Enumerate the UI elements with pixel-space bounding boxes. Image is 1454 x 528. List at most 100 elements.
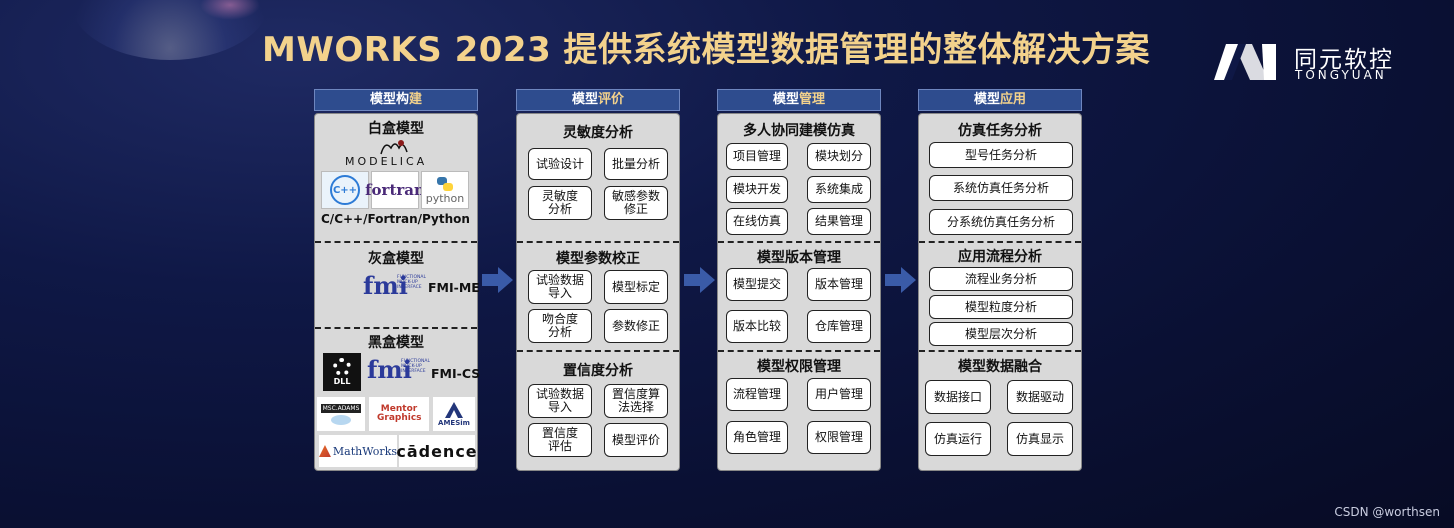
gear-icon <box>333 358 351 376</box>
column-header-highlight: 管理 <box>799 92 826 107</box>
cadence-logo: cādence <box>396 435 478 467</box>
mentor-graphics-logo: Mentor Graphics <box>369 397 429 431</box>
column-header-text: 模型构 <box>369 92 409 107</box>
pill-project-management[interactable]: 项目管理 <box>726 143 788 170</box>
column-header-highlight: 评价 <box>598 92 625 107</box>
column-model-evaluation: 模型评价 灵敏度分析 试验设计 批量分析 灵敏度 分析 敏感参数 修正 模型参数… <box>516 89 680 471</box>
pill-confidence-algorithm[interactable]: 置信度算 法选择 <box>604 384 668 418</box>
mathworks-icon <box>319 445 331 457</box>
fmi-logo-subtext: FUNCTIONAL MOCK-UP INTERFACE <box>397 275 426 290</box>
pill-process-management[interactable]: 流程管理 <box>726 378 788 411</box>
fmi-logo: fmi FUNCTIONAL MOCK-UP INTERFACE <box>363 271 427 305</box>
pill-version-management[interactable]: 版本管理 <box>807 268 871 301</box>
pill-simulation-display[interactable]: 仿真显示 <box>1007 422 1073 456</box>
pill-simulation-run[interactable]: 仿真运行 <box>925 422 991 456</box>
pill-sensitivity-analysis[interactable]: 灵敏度 分析 <box>528 186 592 220</box>
section-title-confidence: 置信度分析 <box>563 363 633 379</box>
pill-sensitive-param-correction[interactable]: 敏感参数 修正 <box>604 186 668 220</box>
python-logo-text: python <box>425 191 465 205</box>
column-header-text: 模型 <box>772 92 799 107</box>
whitebox-caption: C/C++/Fortran/Python <box>321 212 470 226</box>
section-title-version: 模型版本管理 <box>757 250 841 266</box>
column-header-text: 模型 <box>571 92 598 107</box>
pill-system-sim-task-analysis[interactable]: 系统仿真任务分析 <box>929 175 1073 201</box>
pill-model-submit[interactable]: 模型提交 <box>726 268 788 301</box>
pill-model-granularity-analysis[interactable]: 模型粒度分析 <box>929 295 1073 319</box>
credit-watermark: CSDN @worthsen <box>1334 505 1440 519</box>
pill-test-data-import-2[interactable]: 试验数据 导入 <box>528 384 592 418</box>
mathworks-logo: MathWorks <box>319 435 397 467</box>
pill-process-business-analysis[interactable]: 流程业务分析 <box>929 267 1073 291</box>
cadence-text: cādence <box>396 441 478 461</box>
fmi-logo-text: fmi <box>363 271 408 300</box>
pill-permission-management[interactable]: 权限管理 <box>807 421 871 454</box>
mathworks-text: MathWorks <box>332 444 397 458</box>
column-model-application: 模型应用 仿真任务分析 型号任务分析 系统仿真任务分析 分系统仿真任务分析 应用… <box>918 89 1082 471</box>
pill-model-calibration[interactable]: 模型标定 <box>604 270 668 304</box>
python-logo: python <box>421 171 469 209</box>
tongyuan-logo-icon <box>1214 44 1276 80</box>
pill-model-task-analysis[interactable]: 型号任务分析 <box>929 142 1073 168</box>
msc-adams-text: MSC.ADAMS <box>320 403 362 413</box>
section-title-collaboration: 多人协同建模仿真 <box>743 123 855 139</box>
column-header: 模型管理 <box>717 89 881 111</box>
column-header: 模型应用 <box>918 89 1082 111</box>
section-divider <box>517 241 679 243</box>
section-divider <box>315 241 477 243</box>
pill-system-integration[interactable]: 系统集成 <box>807 176 871 203</box>
column-body: 仿真任务分析 型号任务分析 系统仿真任务分析 分系统仿真任务分析 应用流程分析 … <box>918 113 1082 471</box>
brand-name-en: TONGYUAN <box>1295 68 1387 82</box>
section-divider <box>919 350 1081 352</box>
pill-test-data-import[interactable]: 试验数据 导入 <box>528 270 592 304</box>
section-title-param-calibration: 模型参数校正 <box>556 251 640 267</box>
pill-data-interface[interactable]: 数据接口 <box>925 380 991 414</box>
column-body: 白盒模型 MODELICA C++ fortran python C/C++/F… <box>314 113 481 471</box>
column-body: 灵敏度分析 试验设计 批量分析 灵敏度 分析 敏感参数 修正 模型参数校正 试验… <box>516 113 680 471</box>
column-header: 模型构建 <box>314 89 478 111</box>
pill-module-development[interactable]: 模块开发 <box>726 176 788 203</box>
pill-model-evaluation[interactable]: 模型评价 <box>604 423 668 457</box>
pill-param-correction[interactable]: 参数修正 <box>604 309 668 343</box>
mentor-graphics-text: Mentor Graphics <box>377 404 422 423</box>
msc-adams-logo: MSC.ADAMS <box>317 397 365 431</box>
pill-batch-analysis[interactable]: 批量分析 <box>604 148 668 180</box>
pill-confidence-assessment[interactable]: 置信度 评估 <box>528 423 592 457</box>
pill-model-hierarchy-analysis[interactable]: 模型层次分析 <box>929 322 1073 346</box>
pill-result-management[interactable]: 结果管理 <box>807 208 871 235</box>
section-title-sensitivity: 灵敏度分析 <box>563 125 633 141</box>
dll-text: DLL <box>333 377 351 386</box>
pill-module-division[interactable]: 模块划分 <box>807 143 871 170</box>
fortran-logo: fortran <box>365 171 425 209</box>
pill-data-driven[interactable]: 数据驱动 <box>1007 380 1073 414</box>
pill-experiment-design[interactable]: 试验设计 <box>528 148 592 180</box>
fmi-cs-label: FMI-CS <box>431 366 481 381</box>
section-title-greybox: 灰盒模型 <box>368 251 424 267</box>
pill-repository-management[interactable]: 仓库管理 <box>807 310 871 343</box>
section-title-data-fusion: 模型数据融合 <box>958 359 1042 375</box>
arrow-right-icon <box>885 267 916 293</box>
section-divider <box>315 327 477 329</box>
column-header-highlight: 建 <box>409 92 423 107</box>
pill-role-management[interactable]: 角色管理 <box>726 421 788 454</box>
msc-icon <box>331 414 351 425</box>
pill-user-management[interactable]: 用户管理 <box>807 378 871 411</box>
pill-subsystem-sim-task-analysis[interactable]: 分系统仿真任务分析 <box>929 209 1073 235</box>
python-icon <box>437 176 453 191</box>
pill-online-simulation[interactable]: 在线仿真 <box>726 208 788 235</box>
column-model-management: 模型管理 多人协同建模仿真 项目管理 模块划分 模块开发 系统集成 在线仿真 结… <box>717 89 881 471</box>
brand-name-cn: 同元软控 <box>1294 47 1394 73</box>
modelica-m-icon <box>380 140 408 155</box>
fortran-logo-text: fortran <box>365 181 425 199</box>
fmi-logo-cs: fmi FUNCTIONAL MOCK-UP INTERFACE <box>367 355 431 389</box>
column-header-highlight: 应用 <box>1000 92 1027 107</box>
section-divider <box>718 241 880 243</box>
column-body: 多人协同建模仿真 项目管理 模块划分 模块开发 系统集成 在线仿真 结果管理 模… <box>717 113 881 471</box>
pill-fit-analysis[interactable]: 吻合度 分析 <box>528 309 592 343</box>
section-divider <box>517 350 679 352</box>
section-title-blackbox: 黑盒模型 <box>368 335 424 351</box>
section-title-whitebox: 白盒模型 <box>368 121 424 137</box>
section-title-process-analysis: 应用流程分析 <box>958 249 1042 265</box>
pill-version-compare[interactable]: 版本比较 <box>726 310 788 343</box>
amesim-icon <box>445 402 463 418</box>
column-header: 模型评价 <box>516 89 680 111</box>
